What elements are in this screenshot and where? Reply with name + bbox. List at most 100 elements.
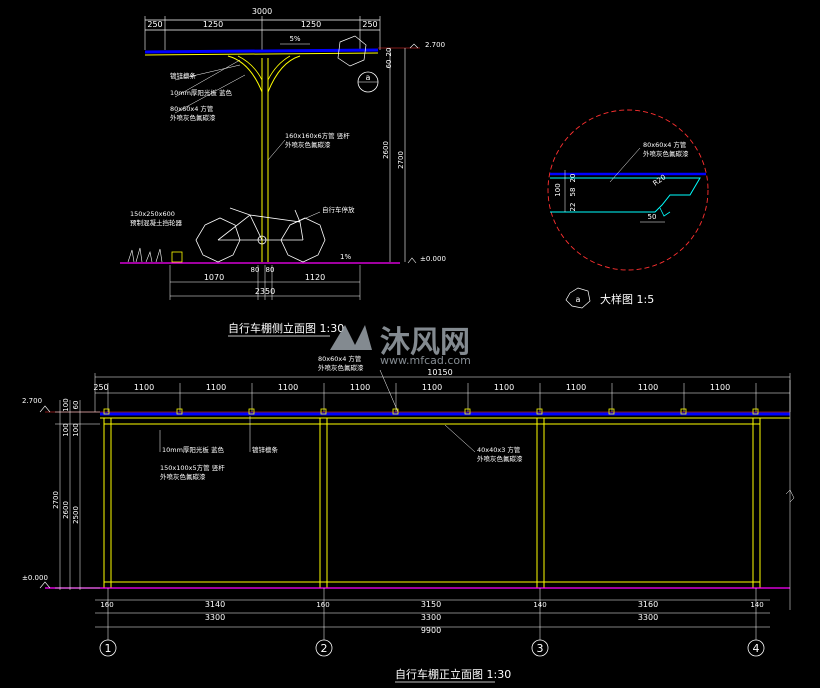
watermark: 沐风网 www.mfcad.com [330,325,471,367]
front-ldim-6: 2600 [62,501,70,519]
front-note-8: 外喷灰色氟碳漆 [477,454,523,463]
front-note-4: 镀锌檩条 [252,445,279,454]
front-top-dim-2: 1100 [134,383,154,392]
grass-symbol [127,247,163,263]
front-bdim-1: 160 [100,601,113,609]
front-elevation: 10150 250 1100 1100 1100 1100 1100 1100 … [22,354,795,683]
side-bot-dim-2: 80 [251,266,260,274]
front-top-dim-10: 1100 [710,383,730,392]
front-note-5: 150x100x5方管 竖杆 [160,463,225,472]
front-bdim2-3: 3300 [638,613,658,622]
front-ldim-3: 100 [62,423,70,436]
front-bdim-4: 3150 [421,600,441,609]
axis-bubble-4 [747,639,765,657]
front-ldim-4: 100 [72,423,80,436]
detail-dim-2: 20 [569,174,577,183]
front-bdim2-2: 3300 [421,613,441,622]
front-note-3: 10mm厚阳光板 蓝色 [162,445,225,454]
axis-label-1: 1 [105,642,112,655]
detail-boundary-circle [547,109,709,271]
front-top-dim-5: 1100 [350,383,370,392]
wheel-stop [171,251,183,263]
detail-note-2: 外喷灰色氟碳漆 [643,149,689,158]
front-top-dim-8: 1100 [566,383,586,392]
side-note-3: 80x60x4 方管 [170,104,214,113]
front-level-top: 2.700 [22,397,42,405]
detail-tube-profile [550,177,701,213]
watermark-brand: 沐风网 [380,325,470,360]
front-bottom-total: 9900 [421,626,441,635]
front-bdim2-1: 3300 [205,613,225,622]
side-vdim-1: 2600 [382,141,390,159]
front-bdim-2: 3140 [205,600,225,609]
side-level-top: 2.700 [425,41,445,49]
side-ground-slope: 1% [340,253,351,261]
detail-dim-5: 50 [648,213,657,221]
side-note-5: 160x160x6方管 竖杆 [285,131,350,140]
front-note-6: 外喷灰色氟碳漆 [160,472,206,481]
axis-bubble-3 [531,639,549,657]
side-note-8: 预制混凝土挡轮器 [130,218,183,227]
axis-bubble-1 [99,639,117,657]
side-level-ground: ±0.000 [420,255,446,263]
detail-callout-tag: a [366,73,371,82]
detail-dim-1: 100 [554,183,562,196]
front-ldim-1: 100 [62,398,70,411]
side-note-1: 镀锌檩条 [170,71,197,80]
side-rdim-2: 60 [385,60,393,69]
front-note-7: 40x40x3 方管 [477,445,521,454]
detail-dim-3: 58 [569,188,577,197]
side-note-9: 自行车停放 [322,205,355,214]
front-note-2: 外喷灰色氟碳漆 [318,363,364,372]
axis-label-2: 2 [321,642,328,655]
front-bdim-6: 3160 [638,600,658,609]
detail-callout-outline [337,35,367,67]
side-bot-dim-3: 80 [266,266,275,274]
side-slope: 5% [289,35,300,43]
detail-label-tag: a [576,295,581,304]
front-elevation-title: 自行车棚正立面图 1:30 [395,667,511,681]
side-bot-total: 2350 [255,287,275,296]
side-elevation-title: 自行车棚侧立面图 1:30 [228,321,344,335]
detail-bend-label: R20 [652,173,668,187]
front-ldim-2: 60 [72,401,80,410]
side-top-dim-2: 1250 [203,20,223,29]
front-top-dim-4: 1100 [278,383,298,392]
detail-note-1: 80x60x4 方管 [643,140,687,149]
side-note-2: 10mm厚阳光板 蓝色 [170,88,233,97]
side-top-dim-1: 250 [147,20,162,29]
front-top-dim-1: 250 [93,383,108,392]
front-bdim-3: 160 [316,601,329,609]
front-ldim-7: 2500 [72,506,80,524]
detail-label: 大样图 1:5 [600,292,654,306]
side-bot-dim-1: 1070 [204,273,224,282]
front-bdim-7: 140 [750,601,763,609]
bicycle-drawing [195,207,326,263]
axis-label-3: 3 [537,642,544,655]
axis-label-4: 4 [753,642,760,655]
side-note-7: 150x250x600 [130,210,175,218]
side-vdim-2: 2700 [397,151,405,169]
watermark-logo-icon [330,325,372,350]
front-top-dim-6: 1100 [422,383,442,392]
front-total-width: 10150 [427,368,452,377]
axis-bubble-2 [315,639,333,657]
detail-view: 100 20 58 22 50 R20 80x60x4 方管 外喷灰色氟碳漆 a… [547,109,709,309]
side-bot-dim-4: 1120 [305,273,325,282]
side-top-dim-3: 1250 [301,20,321,29]
front-ldim-5: 2700 [52,491,60,509]
front-top-dim-7: 1100 [494,383,514,392]
side-elevation: 3000 250 1250 1250 250 5% 2.700 a 2600 2… [120,7,446,337]
front-note-1: 80x60x4 方管 [318,354,362,363]
side-note-4: 外喷灰色氟碳漆 [170,113,216,122]
front-top-dim-9: 1100 [638,383,658,392]
side-rdim-1: 20 [385,48,393,57]
side-total-width: 3000 [252,7,272,16]
detail-dim-4: 22 [569,203,577,212]
detail-label-marker [565,287,591,309]
watermark-url: www.mfcad.com [380,354,471,367]
side-top-dim-4: 250 [362,20,377,29]
front-level-ground: ±0.000 [22,574,48,582]
side-note-6: 外喷灰色氟碳漆 [285,140,331,149]
